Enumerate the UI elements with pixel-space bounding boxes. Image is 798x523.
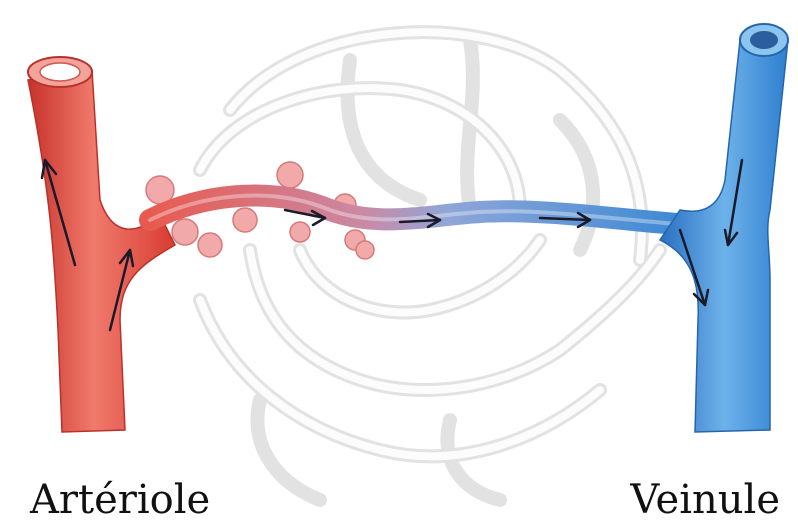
capillary-network-inner — [200, 32, 660, 456]
venule-label: Veinule — [630, 480, 780, 520]
arteriole-vessel — [28, 57, 175, 432]
venule-vessel — [660, 24, 788, 432]
arteriole-label: Artériole — [30, 480, 210, 520]
